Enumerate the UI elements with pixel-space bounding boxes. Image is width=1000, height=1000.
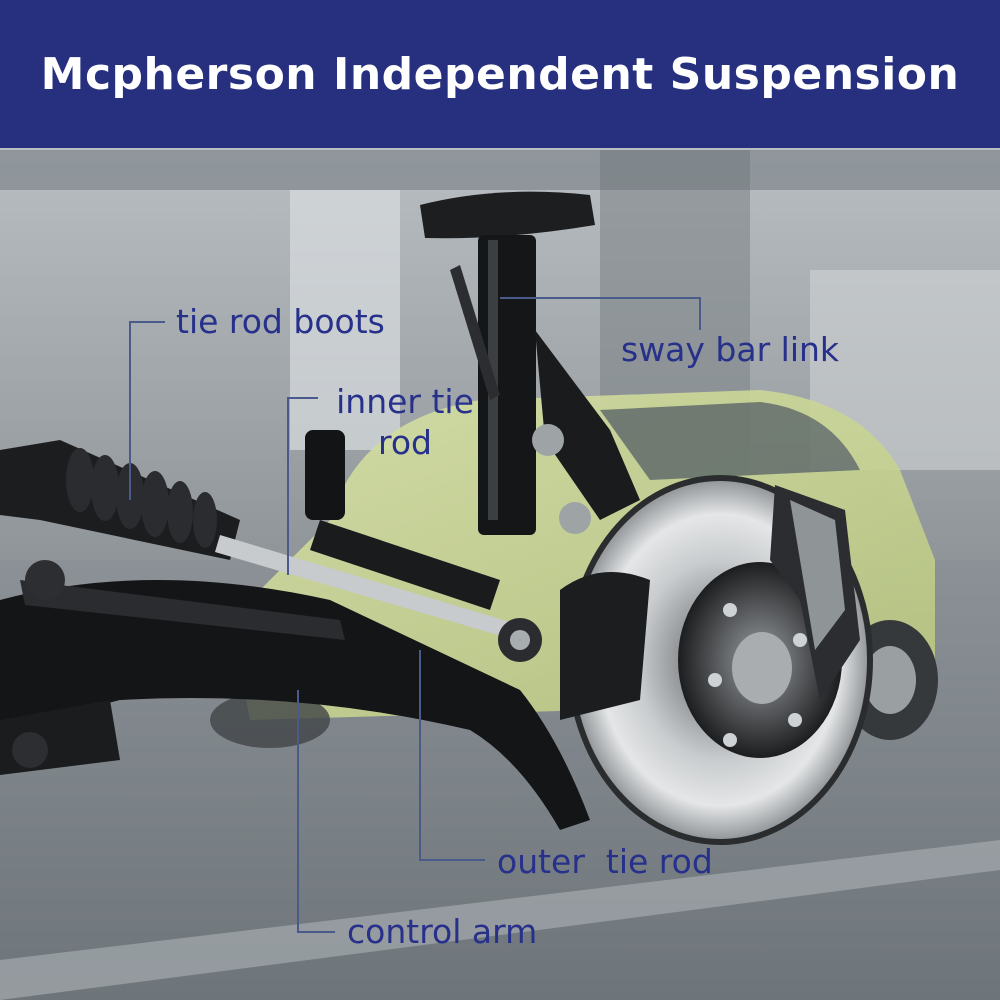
road-barrier <box>0 840 1000 1000</box>
label-tie-rod-boots: tie rod boots <box>176 302 385 341</box>
strut-assembly <box>420 191 640 535</box>
label-control-arm: control arm <box>347 912 538 951</box>
label-inner-tie-rod-line1: inner tie <box>336 382 474 421</box>
label-inner-tie-rod-line2: rod <box>378 423 432 463</box>
page-title: Mcpherson Independent Suspension <box>40 48 960 100</box>
suspension-scene <box>0 148 1000 1000</box>
overpass-deck <box>0 150 1000 190</box>
control-arm-subframe <box>0 560 590 830</box>
label-sway-bar-link: sway bar link <box>621 330 840 369</box>
label-inner-tie-rod: inner tie rod <box>326 381 484 464</box>
label-outer-tie-rod: outer tie rod <box>497 842 713 881</box>
brake-disc-assembly <box>560 475 873 845</box>
title-banner: Mcpherson Independent Suspension <box>0 0 1000 148</box>
